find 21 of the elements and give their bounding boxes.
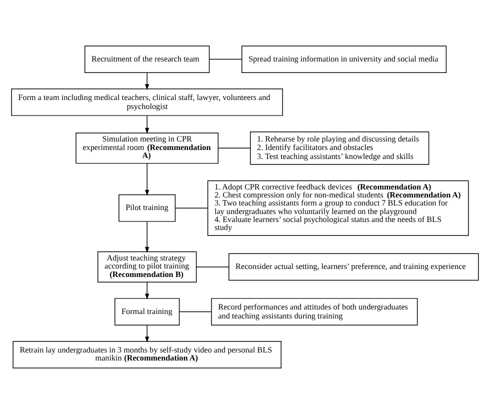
node-box: Formal training <box>114 298 180 326</box>
connector <box>179 311 212 312</box>
connector <box>196 266 230 268</box>
arrow <box>145 221 150 253</box>
arrow <box>145 115 150 134</box>
node-box: Simulation meeting in CPR experimental room (Recommendation A) <box>76 132 219 164</box>
node-box: Pilot training <box>118 194 176 222</box>
node-box: Recruitment of the research team <box>84 46 210 73</box>
node-box: Form a team including medical teachers, clinical staff, lawyer, volunteers and psychologist <box>11 88 283 116</box>
node-box: Reconsider actual setting, learners’ preference, and training experience <box>228 253 479 281</box>
arrow <box>145 282 150 300</box>
connector <box>209 58 242 60</box>
node-box: Adjust teaching strategy according to pilot training (Recommendation B) <box>97 251 197 283</box>
node-box: Spread training information in university and social media <box>241 46 447 73</box>
node-box: Record performances and attitudes of both undergraduates and teaching assistants during training <box>211 298 418 326</box>
arrow <box>145 72 150 90</box>
arrow <box>145 162 150 196</box>
node-box: 1. Adopt CPR corrective feedback devices (Recommendation A) 2. Chest compression only for non-medical students (Recommendation A) 3. Two teaching assistants form a group to conduct 7 BLS education for lay undergraduates who voluntarily learned on the playground 4. Evaluate learners’ social psychological status and the needs of BLS study <box>207 180 469 236</box>
arrow <box>145 324 150 342</box>
node-box: Retrain lay undergraduates in 3 months by self-study video and personal BLS manikin (Recommendation A) <box>12 341 282 368</box>
node-box: 1. Rehearse by role playing and discussing details 2. Identify facilitators and obstacles 3. Test teaching assistants’ knowledge and skills <box>250 131 430 165</box>
